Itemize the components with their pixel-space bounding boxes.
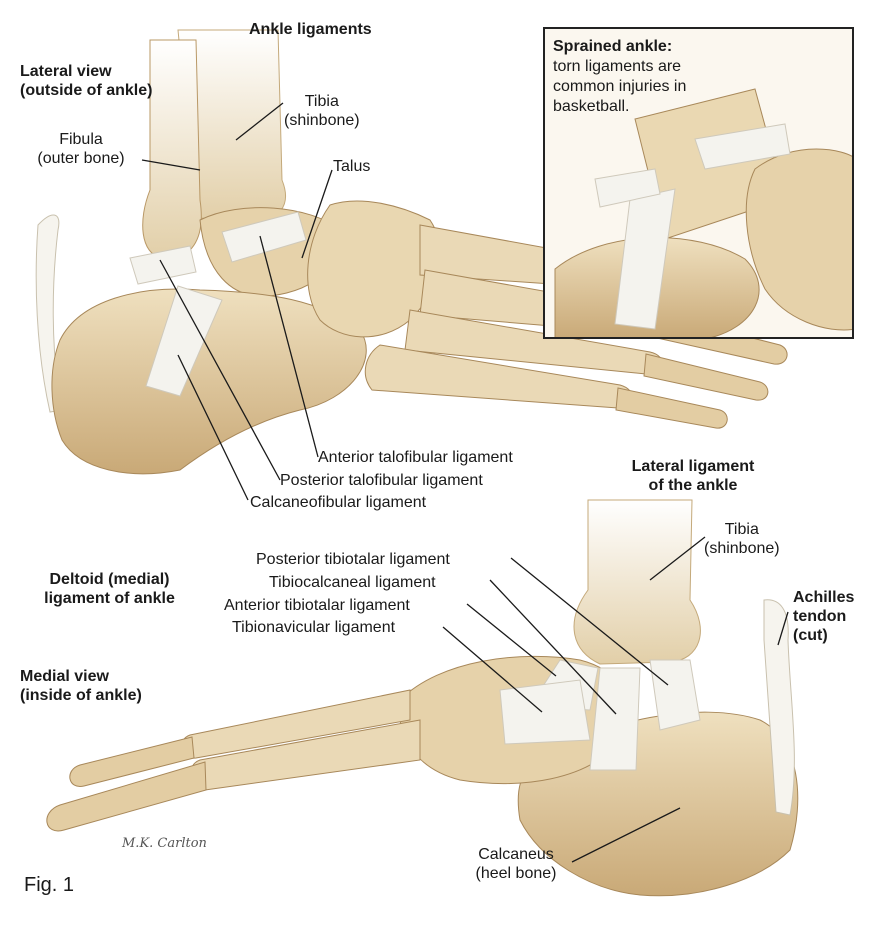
- toe-phalanges-3-lateral: [644, 354, 768, 400]
- label-tibia-medial-line-1: Tibia: [704, 520, 780, 539]
- label-calcaneus-line-1: Calcaneus: [460, 845, 572, 864]
- deltoid-ligament-heading: Deltoid (medial) ligament of ankle: [22, 570, 197, 608]
- label-calcaneus: Calcaneus (heel bone): [460, 845, 572, 883]
- lateral-ligament-line-2: of the ankle: [608, 476, 778, 495]
- sprained-ankle-inset: Sprained ankle: torn ligaments are commo…: [543, 27, 854, 339]
- lateral-ligament-group-label: Lateral ligament of the ankle: [608, 457, 778, 495]
- figure-label: Fig. 1: [24, 874, 74, 897]
- label-tibia-lateral-line-2: (shinbone): [284, 111, 360, 130]
- inset-line-3: basketball.: [553, 97, 686, 117]
- lateral-view-line-2: (outside of ankle): [20, 81, 152, 100]
- label-talus: Talus: [333, 157, 370, 176]
- label-calcaneus-line-2: (heel bone): [460, 864, 572, 883]
- deltoid-line-2: ligament of ankle: [22, 589, 197, 608]
- label-achilles-line-1: Achilles: [793, 588, 854, 607]
- label-fibula-line-2: (outer bone): [22, 149, 140, 168]
- tibia-medial: [574, 500, 700, 664]
- medial-view-heading: Medial view (inside of ankle): [20, 667, 142, 705]
- label-tibia-lateral-line-1: Tibia: [284, 92, 360, 111]
- label-tibia-lateral: Tibia (shinbone): [284, 92, 360, 130]
- label-fibula-lateral: Fibula (outer bone): [22, 130, 140, 168]
- label-achilles-tendon: Achilles tendon (cut): [793, 588, 854, 645]
- inset-heading: Sprained ankle:: [553, 37, 686, 57]
- lateral-view-line-1: Lateral view: [20, 62, 152, 81]
- label-achilles-line-3: (cut): [793, 626, 854, 645]
- inset-line-1: torn ligaments are: [553, 57, 686, 77]
- label-anterior-tibiotalar-ligament: Anterior tibiotalar ligament: [224, 596, 410, 615]
- lateral-ligament-line-1: Lateral ligament: [608, 457, 778, 476]
- label-posterior-talofibular-ligament: Posterior talofibular ligament: [280, 471, 483, 490]
- inset-line-2: common injuries in: [553, 77, 686, 97]
- inset-foot-bones: [746, 149, 854, 330]
- medial-view-line-2: (inside of ankle): [20, 686, 142, 705]
- lateral-view-heading: Lateral view (outside of ankle): [20, 62, 152, 100]
- deltoid-line-1: Deltoid (medial): [22, 570, 197, 589]
- toe-phalanges-5-lateral: [616, 388, 727, 428]
- label-tibia-medial: Tibia (shinbone): [704, 520, 780, 558]
- tibionavicular-ligament-band: [500, 680, 590, 744]
- medial-view-line-1: Medial view: [20, 667, 142, 686]
- label-tibia-medial-line-2: (shinbone): [704, 539, 780, 558]
- artist-signature: M.K. Carlton: [122, 836, 207, 851]
- label-calcaneofibular-ligament: Calcaneofibular ligament: [250, 493, 426, 512]
- page-title: Ankle ligaments: [249, 20, 372, 39]
- label-tibiocalcaneal-ligament: Tibiocalcaneal ligament: [269, 573, 436, 592]
- label-anterior-talofibular-ligament: Anterior talofibular ligament: [318, 448, 513, 467]
- inset-caption: Sprained ankle: torn ligaments are commo…: [553, 37, 686, 117]
- label-achilles-line-2: tendon: [793, 607, 854, 626]
- label-tibionavicular-ligament: Tibionavicular ligament: [232, 618, 395, 637]
- label-fibula-line-1: Fibula: [22, 130, 140, 149]
- label-posterior-tibiotalar-ligament: Posterior tibiotalar ligament: [256, 550, 450, 569]
